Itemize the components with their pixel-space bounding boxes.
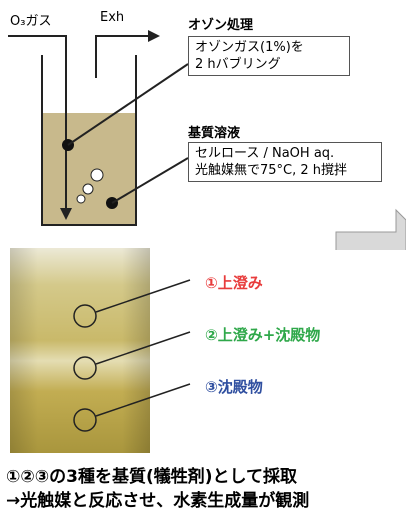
layer-3-marker <box>73 408 97 432</box>
layer-2-label: ②上澄み+沈殿物 <box>205 326 321 344</box>
bubble-icon <box>76 194 86 204</box>
inlet-arrow-icon <box>60 208 72 220</box>
substrate-line-2: 光触媒無で75°C, 2 h撹拌 <box>195 163 348 178</box>
bubble-icon <box>82 183 94 195</box>
layer-1-label: ①上澄み <box>205 274 263 292</box>
ozone-inlet-tube <box>8 35 67 210</box>
ozone-inlet-label: O₃ガス <box>10 14 52 29</box>
beaker <box>41 55 137 226</box>
substrate-line-1: セルロース / NaOH aq. <box>195 146 335 161</box>
ozone-title: オゾン処理 <box>188 18 254 33</box>
conclusion-line-2: →光触媒と反応させ、水素生成量が観測 <box>6 491 310 511</box>
layer-1-pointer <box>95 279 191 313</box>
sample-vial-photo <box>10 248 191 453</box>
exhaust-label: Exh <box>100 10 125 25</box>
layer-2-pointer <box>95 331 191 365</box>
substrate-title: 基質溶液 <box>188 126 241 141</box>
substrate-pointer-line <box>111 157 189 204</box>
vial-shading <box>10 248 150 453</box>
layer-2-marker <box>73 356 97 380</box>
layer-3-pointer <box>95 383 191 417</box>
ozone-line-1: オゾンガス(1%)を <box>195 40 304 55</box>
bubble-icon <box>90 168 104 182</box>
ozone-pointer-line <box>67 63 189 146</box>
layer-3-label: ③沈殿物 <box>205 378 263 396</box>
conclusion-line-1: ①②③の3種を基質(犠牲剤)として採取 <box>6 467 298 487</box>
ozone-condition-box: オゾンガス(1%)を 2 hバブリング <box>188 36 350 76</box>
exhaust-tube <box>95 35 150 78</box>
ozone-line-2: 2 hバブリング <box>195 57 281 72</box>
exhaust-arrow-icon <box>148 30 160 42</box>
process-arrow-icon <box>335 208 406 250</box>
ozone-apparatus-diagram <box>8 30 406 250</box>
substrate-condition-box: セルロース / NaOH aq. 光触媒無で75°C, 2 h撹拌 <box>188 142 382 182</box>
layer-1-marker <box>73 304 97 328</box>
